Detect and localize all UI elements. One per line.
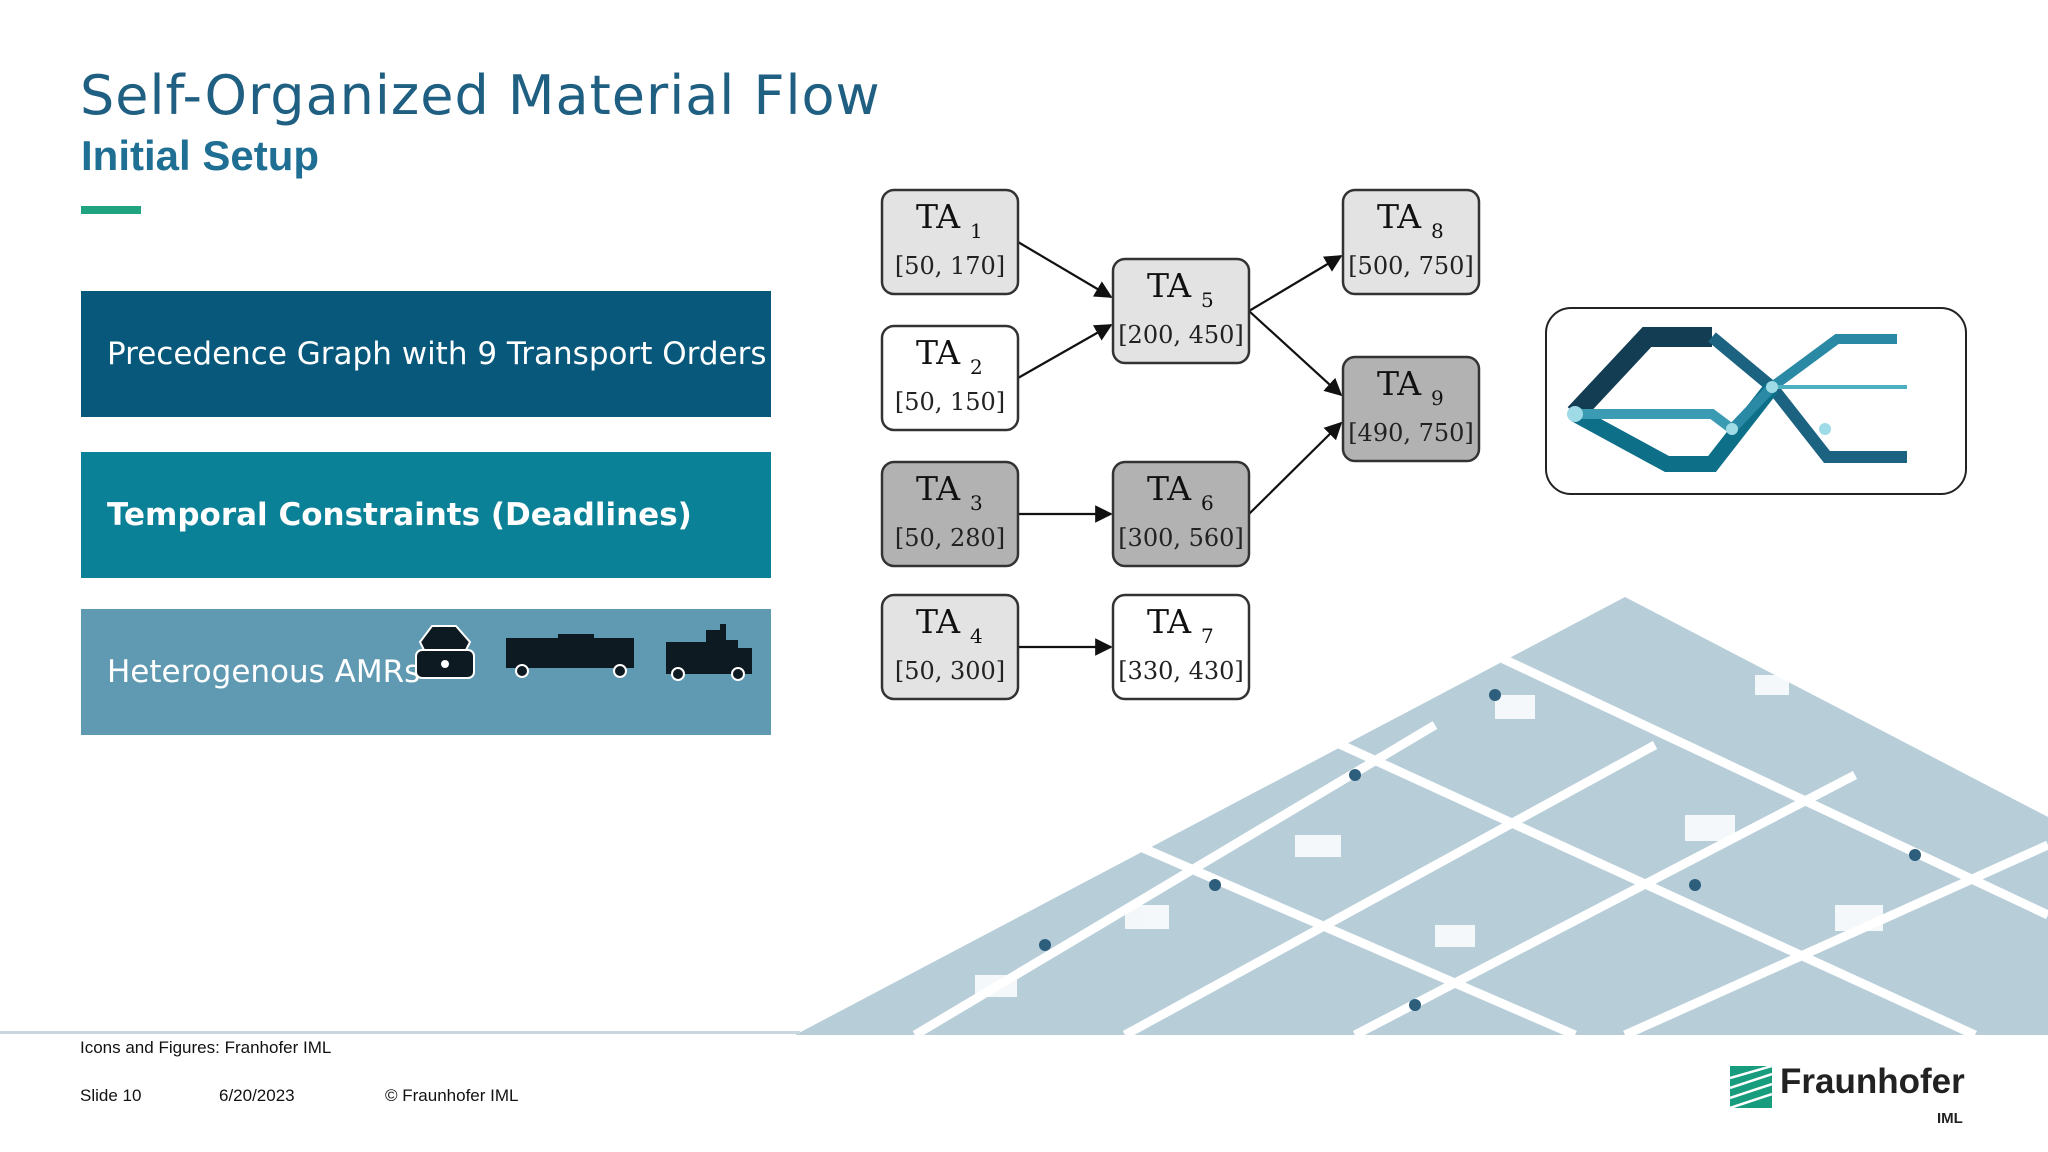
temporal-constraints-label: Temporal Constraints (Deadlines) [107, 497, 692, 533]
graph-edge-ta2-ta5 [1017, 324, 1113, 379]
graph-node-time-window: [500, 750] [1348, 252, 1474, 280]
graph-node-box [1111, 460, 1251, 568]
slide-date: 6/20/2023 [219, 1086, 295, 1105]
graph-node-box [1341, 188, 1481, 296]
precedence-graph-box: Precedence Graph with 9 Transport Orders [81, 291, 771, 417]
copyright-notice: © Fraunhofer IML [385, 1086, 519, 1105]
graph-node-ta1: TA 1 [50, 170] [880, 188, 1020, 296]
graph-node-title: TA [1147, 266, 1192, 305]
graph-node-box [1111, 257, 1251, 365]
graph-node-title: TA [1147, 602, 1192, 641]
hexagonal-amr-icon [415, 625, 475, 679]
graph-node-time-window: [50, 150] [895, 388, 1005, 416]
graph-node-ta2: TA 2 [50, 150] [880, 324, 1020, 432]
heterogenous-amrs-label: Heterogenous AMRs [107, 654, 421, 690]
graph-node-box [880, 460, 1020, 568]
graph-node-title: TA [916, 469, 961, 508]
graph-node-ta5: TA 5 [200, 450] [1111, 257, 1251, 365]
graph-edge-ta6-ta9 [1248, 421, 1343, 515]
graph-node-title: TA [916, 333, 961, 372]
graph-node-subscript: 8 [1431, 219, 1444, 243]
slide-number: Slide 10 [80, 1086, 142, 1105]
graph-node-box [880, 324, 1020, 432]
graph-node-time-window: [330, 430] [1118, 657, 1244, 685]
fraunhofer-unit: IML [1937, 1110, 1963, 1127]
precedence-graph-label: Precedence Graph with 9 Transport Orders [107, 336, 767, 372]
graph-node-time-window: [200, 450] [1118, 321, 1244, 349]
fraunhofer-wordmark: Fraunhofer [1780, 1062, 1965, 1101]
graph-node-subscript: 1 [970, 219, 983, 243]
graph-node-ta9: TA 9 [490, 750] [1341, 355, 1481, 463]
graph-node-box [880, 188, 1020, 296]
heterogenous-amrs-box: Heterogenous AMRs [81, 609, 771, 735]
graph-node-title: TA [1377, 364, 1422, 403]
graph-node-time-window: [50, 280] [895, 524, 1005, 552]
graph-node-ta3: TA 3 [50, 280] [880, 460, 1020, 568]
graph-nodes: TA 1 [50, 170] TA 2 [50, 150] TA 3 [50, 280] TA 4 [… [880, 188, 1481, 701]
graph-edges [1017, 241, 1343, 656]
graph-node-subscript: 9 [1431, 386, 1444, 410]
precedence-graph: TA 1 [50, 170] TA 2 [50, 150] TA 3 [50, 280] TA 4 [… [880, 188, 1481, 701]
footer-divider [0, 1031, 800, 1034]
graph-node-ta8: TA 8 [500, 750] [1341, 188, 1481, 296]
graph-node-time-window: [50, 300] [895, 657, 1005, 685]
graph-node-time-window: [300, 560] [1118, 524, 1244, 552]
graph-node-box [1341, 355, 1481, 463]
graph-node-title: TA [916, 602, 961, 641]
graph-edge-ta5-ta9 [1248, 310, 1343, 397]
fraunhofer-logo: Fraunhofer IML [1730, 1062, 1975, 1132]
factory-floor-illustration [795, 597, 2048, 1035]
source-note: Icons and Figures: Franhofer IML [80, 1038, 332, 1057]
forklift-amr-icon [666, 624, 752, 681]
graph-node-title: TA [1377, 197, 1422, 236]
graph-node-title: TA [916, 197, 961, 236]
fraunhofer-mark-icon [1730, 1066, 1772, 1108]
network-logo-icon [1567, 327, 1907, 472]
graph-node-title: TA [1147, 469, 1192, 508]
graph-node-time-window: [490, 750] [1348, 419, 1474, 447]
graph-edge-ta1-ta5 [1017, 241, 1113, 298]
graph-node-subscript: 4 [970, 624, 983, 648]
graph-node-subscript: 3 [970, 491, 983, 515]
accent-bar [81, 206, 141, 214]
slide-title: Self-Organized Material Flow [80, 64, 881, 127]
graph-node-ta6: TA 6 [300, 560] [1111, 460, 1251, 568]
graph-node-subscript: 2 [970, 355, 983, 379]
graph-node-subscript: 5 [1201, 288, 1214, 312]
slide-subtitle: Initial Setup [81, 132, 320, 179]
graph-node-box [1111, 593, 1251, 701]
graph-node-ta4: TA 4 [50, 300] [880, 593, 1020, 701]
graph-node-time-window: [50, 170] [895, 252, 1005, 280]
amr-icons [415, 624, 752, 681]
graph-node-ta7: TA 7 [330, 430] [1111, 593, 1251, 701]
graph-node-box [880, 593, 1020, 701]
graph-node-subscript: 7 [1201, 624, 1214, 648]
graph-node-subscript: 6 [1201, 491, 1214, 515]
flatbed-amr-icon [506, 634, 634, 678]
self-organization-logo-frame [1545, 307, 1967, 495]
temporal-constraints-box: Temporal Constraints (Deadlines) [81, 452, 771, 578]
graph-edge-ta5-ta8 [1248, 255, 1343, 312]
